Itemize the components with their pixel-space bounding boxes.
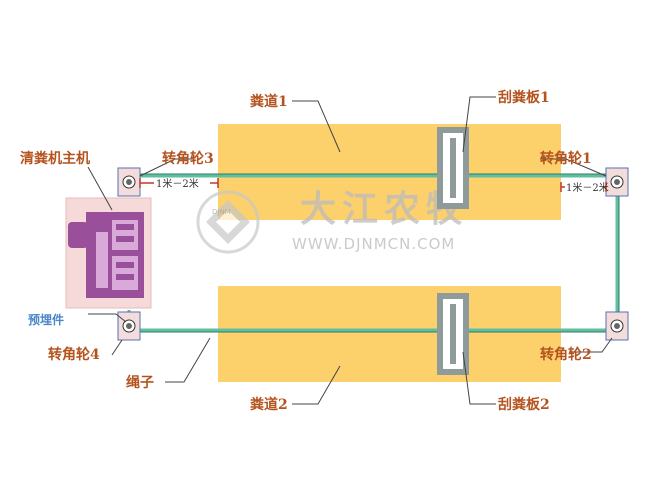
label-embedded: 预埋件 [28, 312, 64, 327]
label-pulley-2: 转角轮2 [540, 346, 592, 363]
pulley-2 [605, 311, 629, 341]
label-channel-2: 粪道2 [250, 396, 288, 413]
pulley-4 [117, 311, 141, 341]
channel-2 [218, 286, 561, 382]
label-scraper-2: 刮粪板2 [498, 396, 550, 413]
label-rope: 绳子 [126, 374, 154, 391]
label-pulley-4: 转角轮4 [48, 346, 100, 363]
distance-marker-right [560, 182, 607, 192]
label-main-unit: 清粪机主机 [20, 150, 90, 167]
distance-label-right: 1米－2米 [566, 181, 609, 194]
distance-marker-left [139, 178, 219, 188]
scraper-1 [437, 127, 469, 209]
watermark: DJNM 大江农牧 WWW.DJNMCN.COM [196, 189, 468, 254]
leader-lines [87, 96, 613, 405]
watermark-logo-icon: DJNM [196, 190, 260, 254]
pulley-3 [117, 167, 141, 197]
watermark-brand: 大江农牧 [300, 189, 468, 230]
watermark-logo-text: DJNM [212, 208, 231, 216]
main-unit [65, 197, 152, 309]
channel-1 [218, 124, 561, 220]
scraper-2 [437, 293, 469, 375]
watermark-url: WWW.DJNMCN.COM [292, 235, 455, 253]
distance-label-left: 1米－2米 [156, 177, 199, 190]
label-channel-1: 粪道1 [250, 93, 288, 110]
label-scraper-1: 刮粪板1 [498, 89, 550, 106]
pulley-1 [605, 167, 629, 197]
label-pulley-1: 转角轮1 [540, 150, 592, 167]
label-pulley-3: 转角轮3 [162, 150, 214, 167]
